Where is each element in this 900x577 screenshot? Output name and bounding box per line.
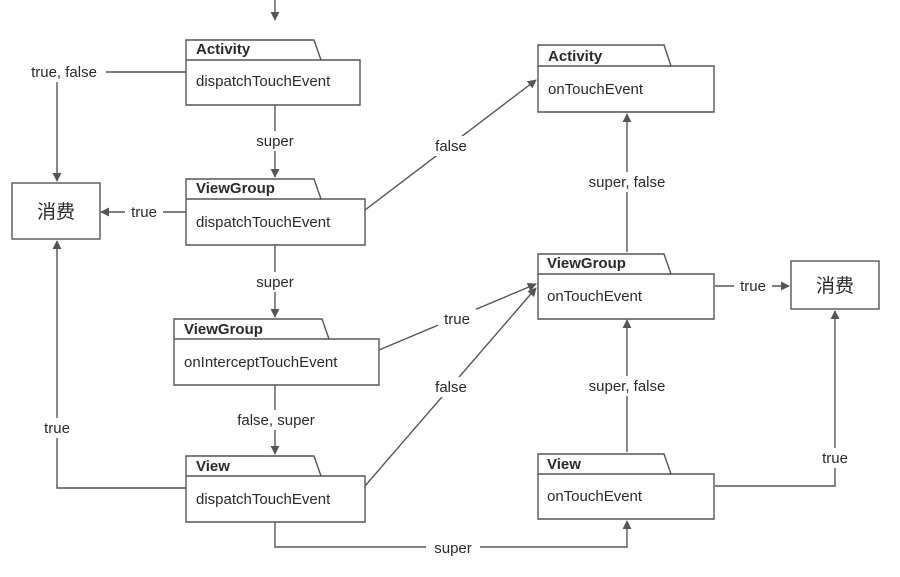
node-consume-left: 消费 — [11, 182, 101, 240]
node-view-ontouch: View onTouchEvent — [537, 453, 715, 520]
label-view-to-vg-touch: false — [435, 379, 467, 396]
node-activity-dispatch: Activity dispatchTouchEvent — [185, 39, 361, 106]
node-activity-ontouch: Activity onTouchEvent — [537, 44, 715, 113]
label-act-to-vg: super — [256, 133, 294, 150]
method-label: dispatchTouchEvent — [196, 491, 331, 508]
method-label: onTouchEvent — [547, 288, 643, 305]
method-label: dispatchTouchEvent — [196, 214, 331, 231]
consume-label: 消费 — [816, 275, 854, 297]
method-label: onTouchEvent — [547, 488, 643, 505]
method-label: onInterceptTouchEvent — [184, 354, 338, 371]
label-view-to-view-touch: super — [434, 540, 472, 557]
tab-label: ViewGroup — [547, 255, 626, 272]
edge-view-to-consume — [52, 240, 186, 489]
label-intercept-to-vg-touch: true — [444, 311, 470, 328]
label-intercept-to-view: false, super — [237, 412, 315, 429]
node-viewgroup-ontouch: ViewGroup onTouchEvent — [537, 253, 715, 320]
label-view-touch-to-vg-touch: super, false — [589, 378, 666, 395]
method-label: onTouchEvent — [548, 81, 644, 98]
node-consume-right: 消费 — [790, 260, 880, 310]
method-label: dispatchTouchEvent — [196, 73, 331, 90]
edges — [52, 0, 840, 548]
label-view-to-consume: true — [44, 420, 70, 437]
label-vg-to-act-touch: false — [435, 138, 467, 155]
tab-label: ViewGroup — [196, 180, 275, 197]
tab-label: ViewGroup — [184, 321, 263, 338]
edge-view-touch-to-consume — [715, 310, 840, 487]
label-vg-to-consume: true — [131, 204, 157, 221]
edge-labels: true, false super true false super true … — [22, 62, 854, 558]
consume-label: 消费 — [37, 201, 75, 223]
edge-act-to-consume — [52, 71, 186, 182]
tab-label: View — [196, 458, 230, 475]
tab-label: View — [547, 456, 581, 473]
node-viewgroup-intercept: ViewGroup onInterceptTouchEvent — [173, 318, 380, 386]
node-viewgroup-dispatch: ViewGroup dispatchTouchEvent — [185, 178, 366, 246]
label-view-touch-to-consume: true — [822, 450, 848, 467]
label-vg-touch-to-consume: true — [740, 278, 766, 295]
label-act-to-consume: true, false — [31, 64, 97, 81]
tab-label: Activity — [196, 41, 251, 58]
label-vg-to-intercept: super — [256, 274, 294, 291]
tab-label: Activity — [548, 48, 603, 65]
label-vg-touch-to-act-touch: super, false — [589, 174, 666, 191]
node-view-dispatch: View dispatchTouchEvent — [185, 455, 366, 523]
